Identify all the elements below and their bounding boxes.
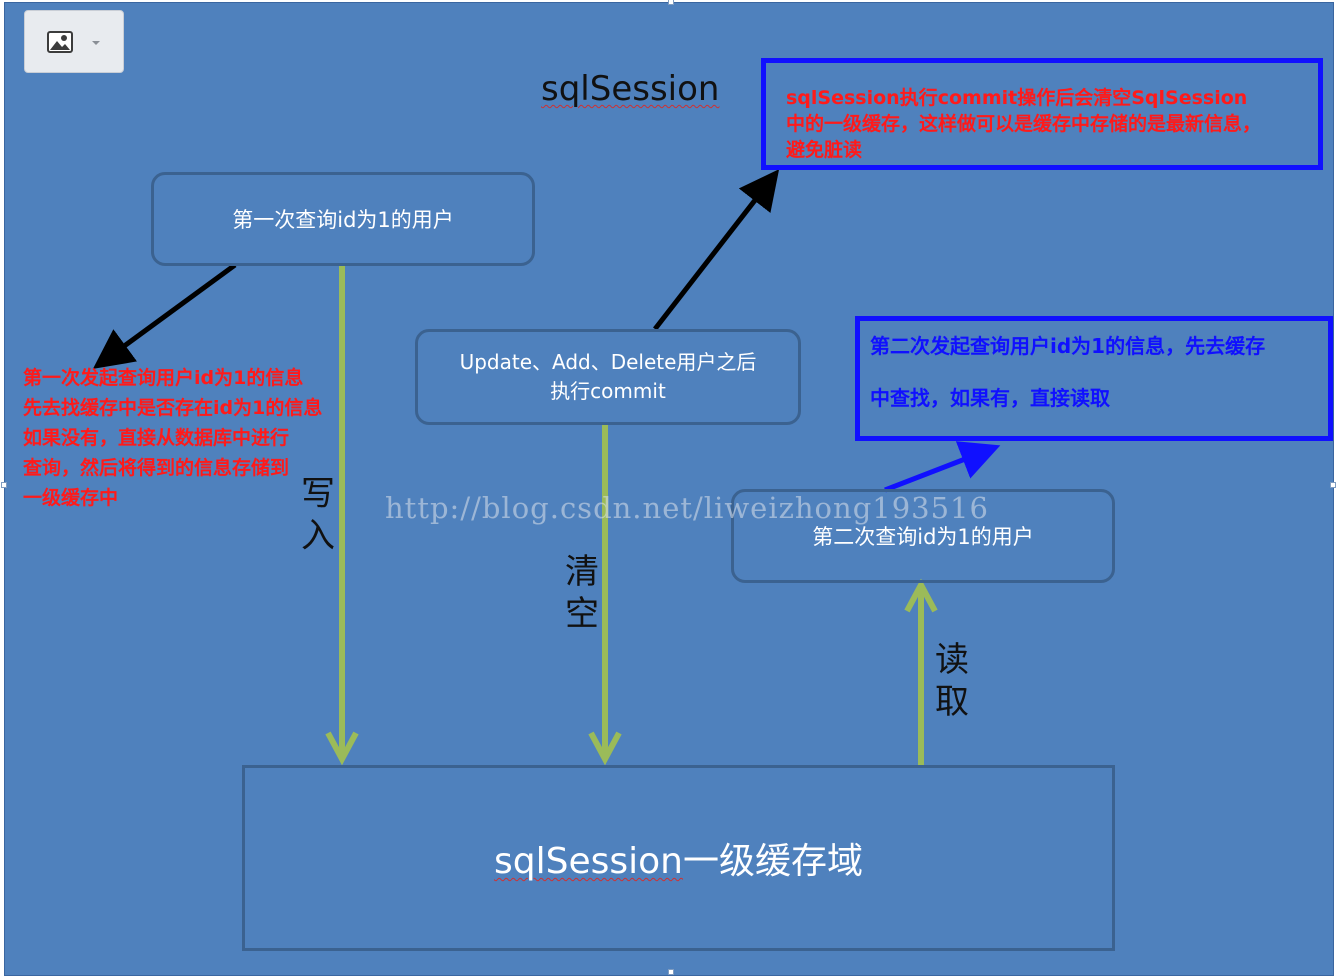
write-label-char-1: 写	[301, 474, 335, 514]
second-query-note-frame: 第二次发起查询用户id为1的信息，先去缓存 中查找，如果有，直接读取	[855, 316, 1333, 441]
commit-note-line-1: sqlSession执行commit操作后会清空SqlSession	[786, 87, 1248, 109]
chevron-down-icon	[92, 41, 100, 45]
first-query-note-line-3: 如果没有，直接从数据库中进行	[23, 427, 290, 449]
arrow-read	[904, 578, 938, 765]
resize-handle-top[interactable]	[668, 0, 674, 5]
arrow-write	[325, 265, 359, 766]
commit-note-line-2: 中的一级缓存，这样做可以是缓存中存储的是最新信息，	[786, 113, 1262, 135]
resize-handle-left[interactable]	[1, 482, 7, 488]
cache-domain-suffix: 一级缓存域	[682, 841, 863, 882]
read-label-char-2: 取	[935, 682, 969, 722]
resize-handle-right[interactable]	[1330, 482, 1336, 488]
diagram-title: sqlSession	[541, 69, 719, 109]
clear-label-char-2: 空	[565, 594, 599, 634]
commit-note-line-3: 避免脏读	[786, 139, 863, 161]
second-query-note: 第二次发起查询用户id为1的信息，先去缓存 中查找，如果有，直接读取	[870, 331, 1265, 413]
write-label: 写 入	[301, 473, 341, 557]
update-commit-line-2: 执行commit	[550, 379, 666, 403]
image-options-button[interactable]	[24, 10, 124, 73]
update-commit-line-1: Update、Add、Delete用户之后	[459, 350, 757, 374]
clear-label: 清 空	[565, 551, 605, 635]
update-commit-node: Update、Add、Delete用户之后 执行commit	[415, 329, 801, 425]
second-query-label: 第二次查询id为1的用户	[812, 525, 1034, 549]
title-text: sqlSession	[541, 69, 720, 109]
first-query-note-line-1: 第一次发起查询用户id为1的信息	[23, 367, 304, 389]
first-query-note: 第一次发起查询用户id为1的信息 先去找缓存中是否存在id为1的信息 如果没有，…	[23, 363, 322, 513]
diagram-canvas: sqlSession 第一次查询id为1的用户 Update、Add、Delet…	[4, 2, 1334, 976]
resize-handle-bottom[interactable]	[668, 969, 674, 975]
watermark: http://blog.csdn.net/liweizhong193516	[385, 491, 989, 525]
arrow-clear	[588, 423, 622, 766]
write-label-char-2: 入	[301, 516, 335, 556]
read-label-char-1: 读	[935, 640, 969, 680]
second-query-note-line-2: 中查找，如果有，直接读取	[870, 386, 1110, 410]
first-query-node: 第一次查询id为1的用户	[151, 172, 535, 266]
second-query-note-line-1: 第二次发起查询用户id为1的信息，先去缓存	[870, 334, 1266, 358]
commit-note-frame: sqlSession执行commit操作后会清空SqlSession 中的一级缓…	[761, 58, 1323, 170]
connector-arrows	[92, 169, 1001, 766]
first-query-note-line-4: 查询，然后将得到的信息存储到	[23, 457, 290, 479]
commit-note: sqlSession执行commit操作后会清空SqlSession 中的一级缓…	[786, 85, 1261, 163]
clear-label-char-1: 清	[565, 552, 599, 592]
second-query-node: 第二次查询id为1的用户	[731, 489, 1115, 583]
read-label: 读 取	[935, 639, 975, 723]
first-query-label: 第一次查询id为1的用户	[232, 208, 454, 232]
image-icon	[47, 31, 73, 53]
arrow-second-query-to-note	[884, 441, 1001, 493]
cache-domain-prefix: sqlSession	[494, 841, 683, 882]
arrow-update-to-commit-note	[653, 169, 780, 331]
arrow-first-query-to-note	[92, 262, 237, 369]
first-query-note-line-5: 一级缓存中	[23, 487, 119, 509]
first-query-note-line-2: 先去找缓存中是否存在id为1的信息	[23, 397, 323, 419]
cache-domain-node: sqlSession一级缓存域	[242, 765, 1115, 951]
